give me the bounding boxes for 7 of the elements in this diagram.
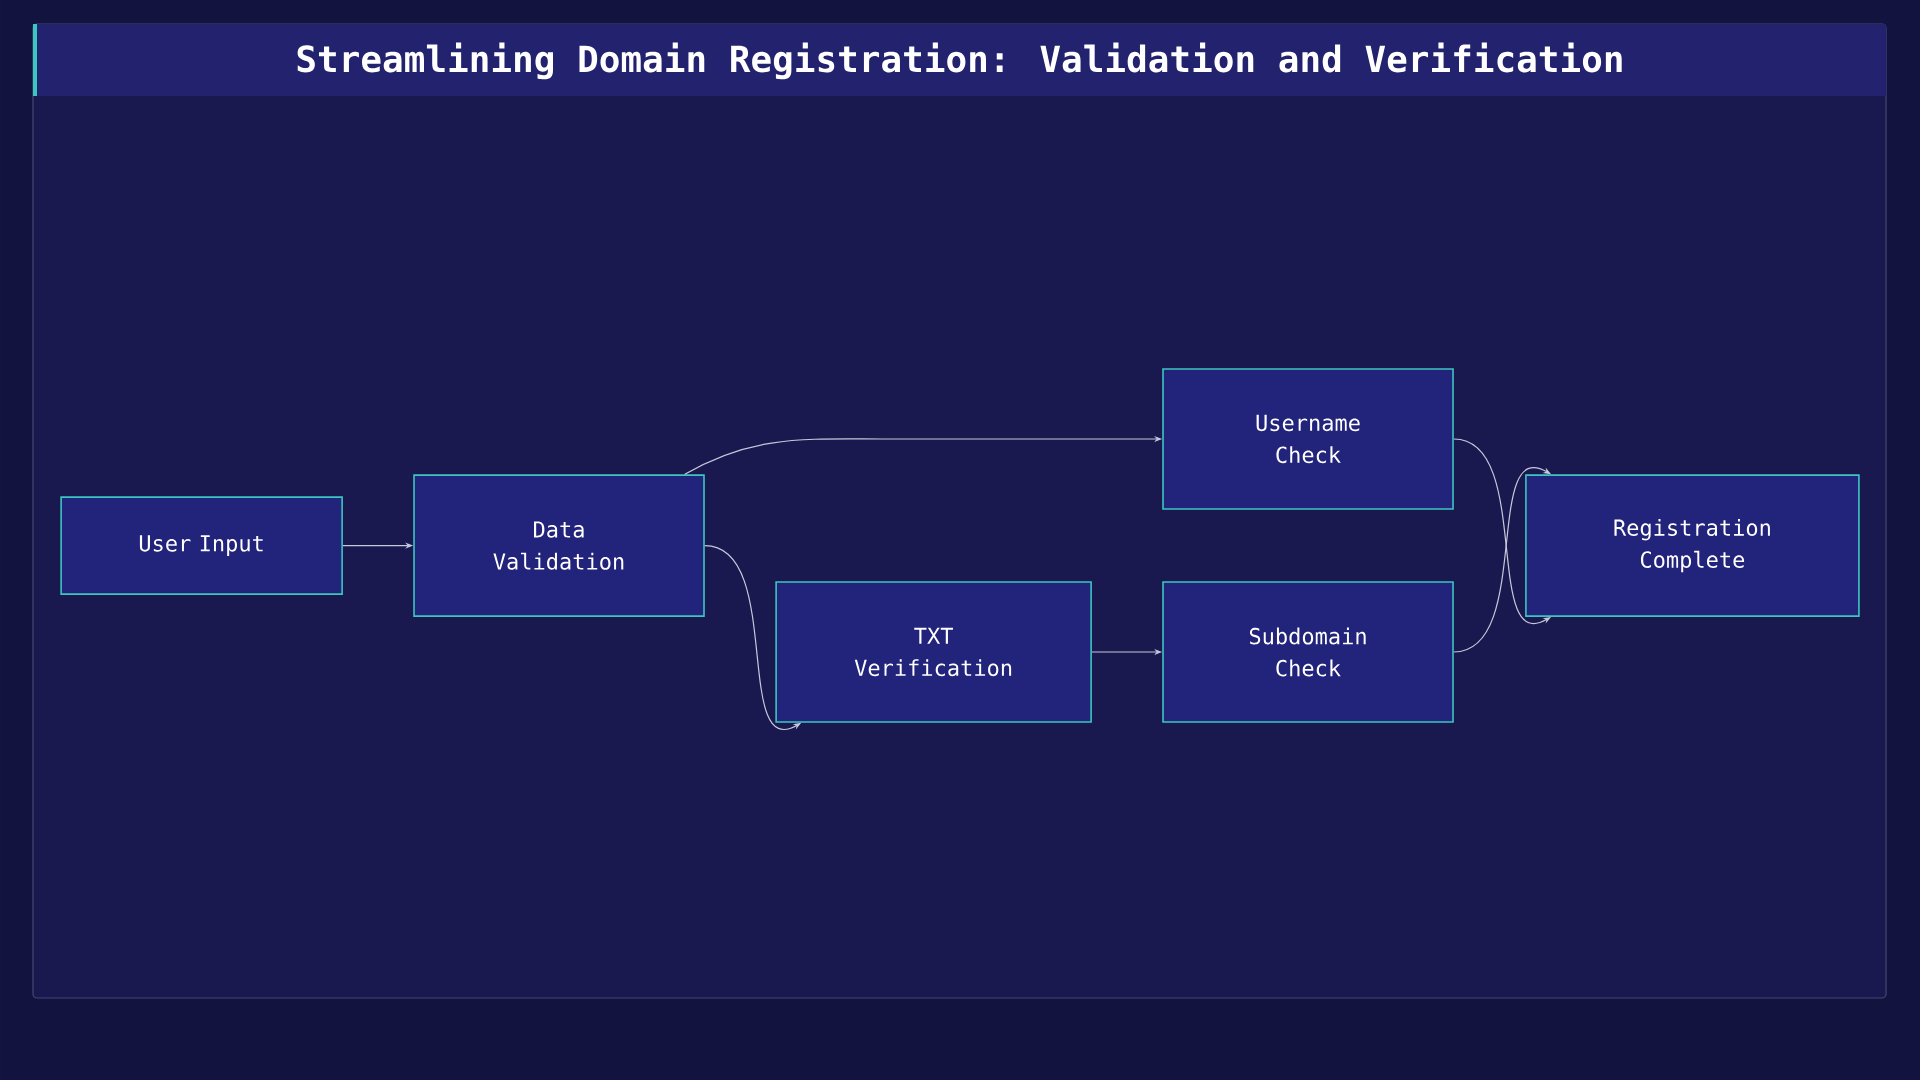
- process-box: Subdomain Check: [1162, 581, 1454, 723]
- process-box: User Input: [60, 496, 343, 595]
- process-box: Data Validation: [413, 474, 705, 617]
- process-box: Registration Complete: [1525, 474, 1860, 617]
- process-box: TXT Verification: [775, 581, 1092, 723]
- title-bar: Streamlining Domain Registration: Validation and Verification: [33, 24, 1886, 96]
- process-box: Username Check: [1162, 368, 1454, 510]
